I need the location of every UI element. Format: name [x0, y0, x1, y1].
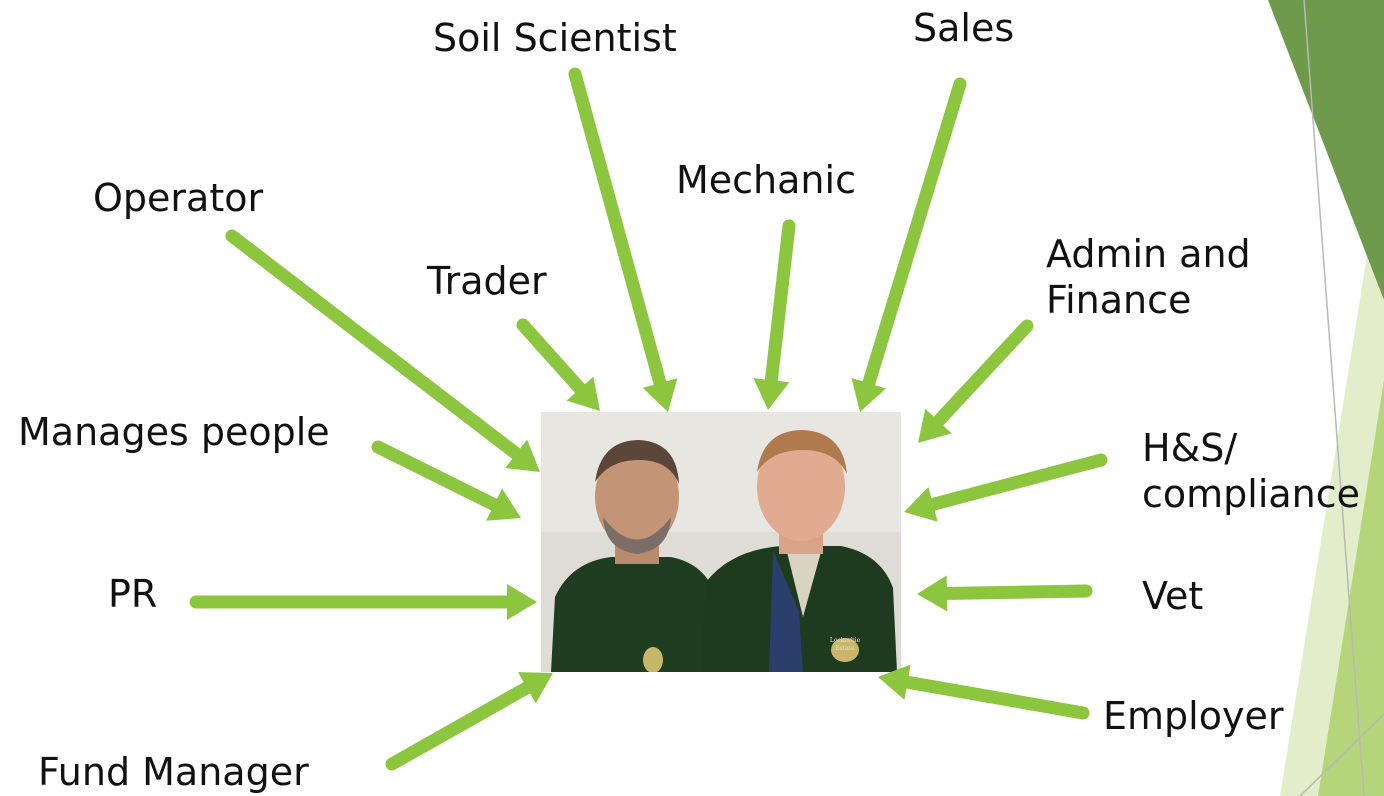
two-men-photo-icon: Lockerbie Estate — [541, 412, 901, 672]
deco-dark-shape — [1268, 0, 1384, 300]
arrow-mechanic-shaft — [764, 219, 796, 389]
arrow-employer-head — [878, 664, 911, 700]
arrow-mechanic-head — [753, 378, 790, 410]
arrow-soil-scientist-head — [642, 378, 678, 412]
arrow-trader-shaft — [516, 318, 588, 397]
label-vet: Vet — [1142, 574, 1204, 618]
label-operator: Operator — [93, 176, 264, 220]
arrow-manages-people-head — [486, 488, 521, 521]
label-mechanic: Mechanic — [676, 158, 856, 202]
label-fund-manager: Fund Manager — [38, 750, 309, 794]
label-admin-finance: Admin and Finance — [1046, 232, 1251, 322]
arrow-admin-finance-shaft — [930, 319, 1034, 430]
arrow-hs-compliance-shaft — [924, 453, 1108, 512]
label-manages-people: Manages people — [18, 410, 330, 454]
arrow-vet-shaft — [938, 584, 1093, 601]
fleece-badge-text: Lockerbie — [830, 637, 861, 644]
label-sales: Sales — [913, 6, 1015, 50]
arrow-trader-head — [566, 376, 600, 411]
arrow-employer-shaft — [899, 675, 1090, 720]
arrow-soil-scientist-shaft — [568, 67, 668, 392]
arrow-hs-compliance-head — [904, 486, 938, 522]
deco-mid-shape — [1318, 380, 1384, 796]
arrow-fund-manager-head — [518, 672, 553, 704]
arrow-operator-shaft — [225, 229, 525, 462]
label-trader: Trader — [427, 259, 547, 303]
arrow-vet-head — [917, 575, 948, 612]
arrow-manages-people-shaft — [371, 440, 503, 513]
arrow-pr-head — [507, 584, 537, 620]
arrow-fund-manager-shaft — [385, 680, 536, 771]
arrow-operator-head — [505, 439, 540, 472]
label-employer: Employer — [1103, 694, 1284, 738]
fleece-badge-text-2: Estate — [835, 645, 855, 652]
deco-thin-line — [1303, 0, 1365, 796]
label-hs-compliance: H&S/ compliance — [1142, 426, 1361, 516]
arrow-sales-head — [851, 378, 886, 412]
label-soil-scientist: Soil Scientist — [433, 16, 677, 60]
deco-thin-line-2 — [1299, 713, 1384, 796]
label-pr: PR — [108, 572, 158, 616]
arrow-sales-shaft — [861, 77, 967, 392]
team-photo: Lockerbie Estate — [541, 412, 901, 672]
arrow-admin-finance-head — [918, 408, 952, 443]
